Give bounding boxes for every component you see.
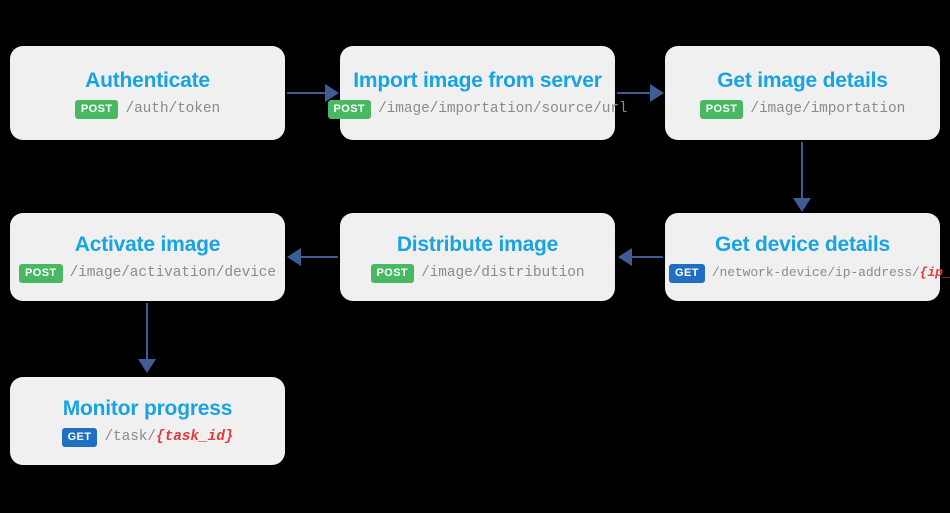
node-endpoint: POST /image/distribution — [370, 263, 585, 283]
endpoint-path: /image/importation — [750, 101, 905, 117]
endpoint-path-text: /network-device/ip-address/ — [711, 265, 920, 280]
endpoint-path-param: {task_id} — [156, 429, 234, 445]
endpoint-path: /image/activation/device — [69, 265, 277, 281]
endpoint-path-text: /image/activation/device — [69, 265, 277, 281]
node-activate-image[interactable]: Activate image POST /image/activation/de… — [10, 213, 285, 301]
node-endpoint: GET /network-device/ip-address/{ip_addre… — [665, 263, 950, 283]
endpoint-path-text: /image/importation — [750, 101, 906, 117]
endpoint-path-text: /task/ — [104, 429, 156, 445]
node-endpoint: GET /task/{task_id} — [61, 427, 234, 447]
endpoint-path: /image/importation/source/url — [378, 101, 628, 117]
arrow-head-down — [138, 359, 156, 373]
endpoint-path-text: /auth/token — [125, 101, 221, 117]
method-badge-post: POST — [19, 263, 63, 283]
method-badge-post: POST — [370, 263, 415, 283]
connector-line — [146, 303, 148, 359]
endpoint-path-param: {ip_address} — [919, 265, 950, 280]
arrow-head-right — [650, 84, 664, 102]
endpoint-path: /network-device/ip-address/{ip_address} — [712, 265, 950, 281]
method-badge-get: GET — [669, 263, 705, 283]
node-authenticate[interactable]: Authenticate POST /auth/token — [10, 46, 285, 140]
node-endpoint: POST /image/importation/source/url — [327, 99, 628, 119]
node-endpoint: POST /auth/token — [74, 99, 220, 119]
node-title: Monitor progress — [62, 396, 233, 420]
connector-line — [287, 92, 325, 94]
connector-line — [632, 256, 663, 258]
node-endpoint: POST /image/importation — [699, 99, 905, 119]
endpoint-path: /auth/token — [125, 101, 220, 117]
endpoint-path-text: /image/importation/source/url — [378, 101, 628, 117]
connector-line — [617, 92, 650, 94]
node-title: Get device details — [715, 232, 890, 256]
node-endpoint: POST /image/activation/device — [19, 263, 277, 283]
method-badge-post: POST — [699, 99, 744, 119]
method-badge-post: POST — [74, 99, 119, 119]
node-get-device-details[interactable]: Get device details GET /network-device/i… — [665, 213, 950, 301]
node-monitor-progress[interactable]: Monitor progress GET /task/{task_id} — [10, 377, 285, 465]
arrow-head-left — [287, 248, 301, 266]
method-badge-get: GET — [61, 427, 98, 447]
connector-line — [801, 142, 803, 198]
endpoint-path: /image/distribution — [421, 265, 585, 281]
node-get-image-details[interactable]: Get image details POST /image/importatio… — [665, 46, 940, 140]
connector-line — [301, 256, 338, 258]
node-title: Get image details — [717, 68, 888, 92]
node-import-image[interactable]: Import image from server POST /image/imp… — [327, 46, 628, 140]
arrow-head-down — [793, 198, 811, 212]
endpoint-path-text: /image/distribution — [421, 265, 585, 281]
arrow-head-left — [618, 248, 632, 266]
node-title: Distribute image — [396, 232, 559, 256]
endpoint-path: /task/{task_id} — [104, 429, 233, 445]
node-title: Authenticate — [85, 68, 210, 92]
method-badge-post: POST — [327, 99, 372, 119]
node-distribute-image[interactable]: Distribute image POST /image/distributio… — [340, 213, 615, 301]
node-title: Activate image — [74, 232, 221, 256]
node-title: Import image from server — [353, 68, 602, 92]
